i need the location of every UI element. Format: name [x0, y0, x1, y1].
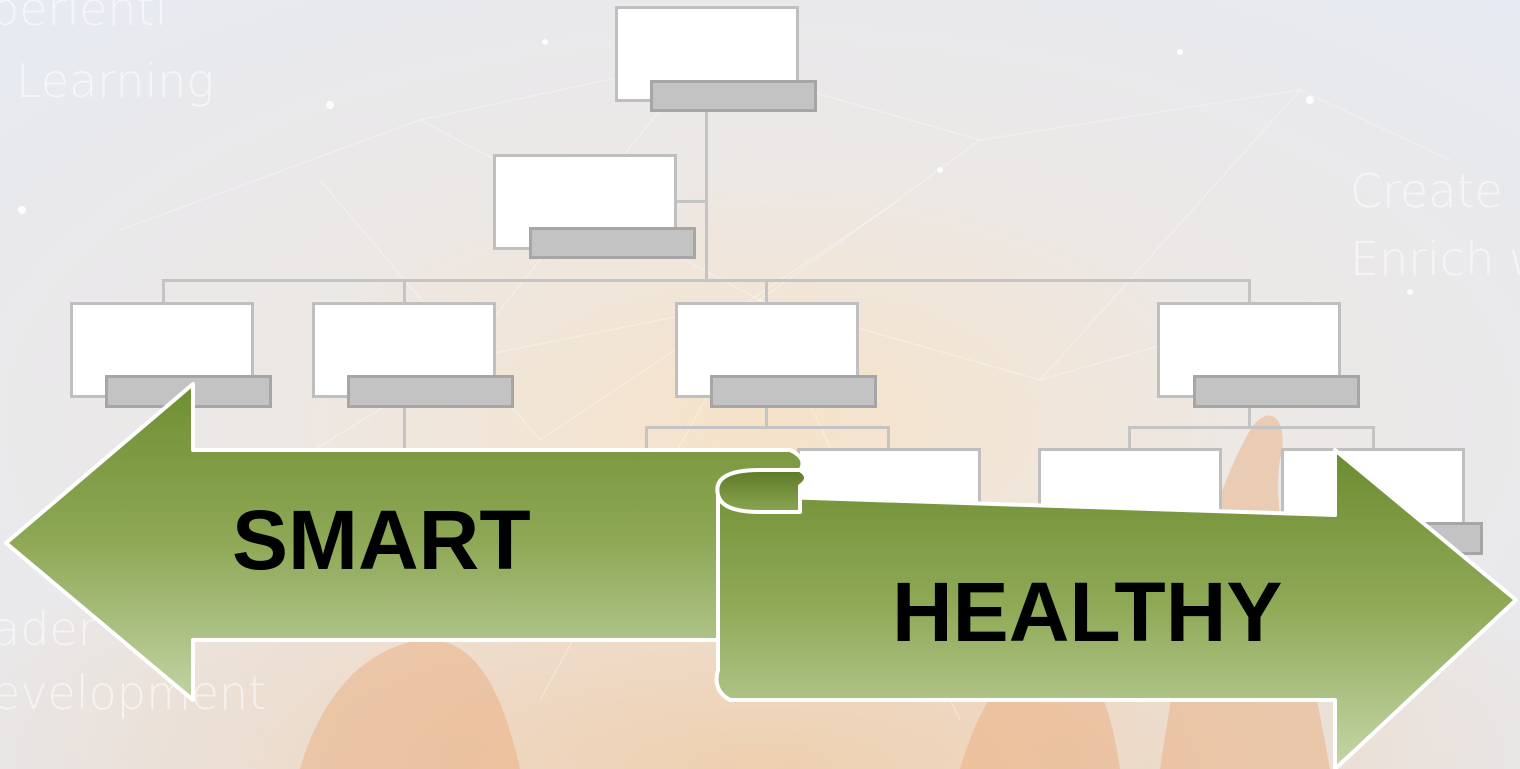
- connector: [765, 408, 768, 428]
- connector: [1248, 408, 1251, 428]
- left-arrow-label: SMART: [232, 493, 531, 587]
- connector: [162, 279, 165, 303]
- connector: [1128, 426, 1131, 450]
- bg-phrase-1: perienti: [0, 0, 168, 36]
- connector: [162, 279, 1251, 282]
- bg-phrase-3: Create: [1350, 164, 1503, 218]
- connector: [887, 426, 890, 450]
- connector: [645, 426, 890, 429]
- connector: [765, 279, 768, 303]
- org-box-level2-2-label: [347, 375, 514, 408]
- org-box-level2-3-label: [710, 375, 877, 408]
- connector: [676, 200, 708, 203]
- connector: [645, 426, 648, 450]
- connector: [1248, 279, 1251, 303]
- bg-phrase-2: Learning: [16, 54, 215, 108]
- connector: [1372, 426, 1375, 450]
- scroll-curl: [715, 468, 808, 514]
- right-arrow-shape: [714, 448, 1518, 769]
- bg-phrase-5: ader: [0, 602, 97, 656]
- connector: [403, 408, 406, 448]
- connector: [1128, 426, 1375, 429]
- right-arrow-label: HEALTHY: [892, 565, 1283, 659]
- bg-phrase-6: evelopment: [0, 666, 267, 720]
- connector: [403, 279, 406, 303]
- bg-phrase-4: Enrich w: [1350, 232, 1520, 286]
- org-box-level2-4-label: [1193, 375, 1360, 408]
- connector: [705, 112, 708, 280]
- org-box-root-label: [650, 80, 817, 112]
- org-box-assistant-label: [529, 227, 696, 259]
